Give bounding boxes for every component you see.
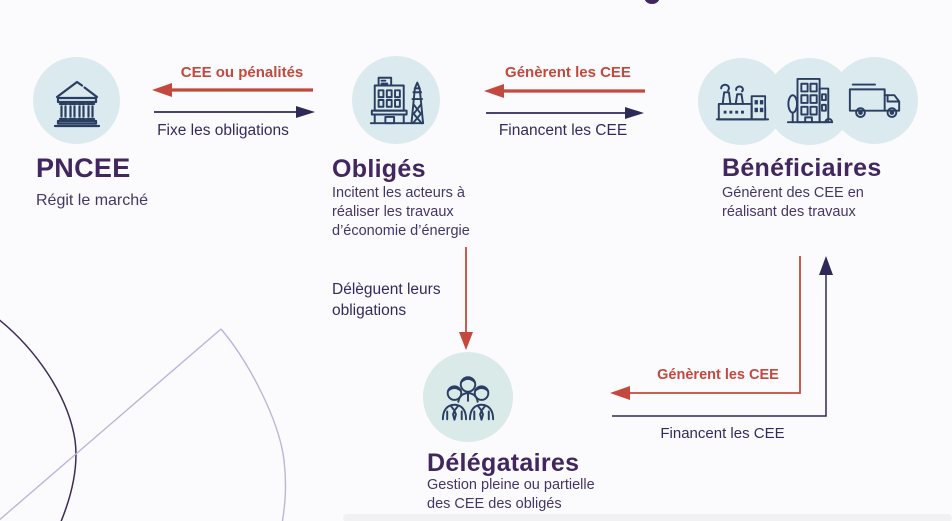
delegataires-subtitle-line: Gestion pleine ou partielle: [427, 477, 595, 493]
obliges-subtitle-line: Incitent les acteurs à: [332, 185, 465, 201]
top-edge-cropped-logo: [644, 0, 660, 4]
arrow-fixe-les-obligations: [154, 106, 315, 118]
arrow-cee-ou-penalites: [152, 83, 313, 97]
label-cee-ou-penalites: CEE ou pénalités: [180, 64, 304, 81]
obliges-subtitle-line: réaliser les travaux: [332, 204, 454, 221]
label-deleguent-line: obligations: [332, 301, 407, 319]
obliges-avatar-circle: [352, 56, 440, 144]
arrow-generent-les-cee-top: [484, 84, 645, 98]
label-financent-les-cee-bottom: Financent les CEE: [660, 425, 785, 442]
decorative-curves: [0, 319, 287, 521]
beneficiaires-circle-truck: [831, 57, 918, 144]
delegataires-avatar-circle: [423, 352, 513, 442]
delegataires-subtitle: Gestion pleine ou partielle des CEE des …: [427, 476, 595, 514]
obliges-subtitle: Incitent les acteurs à réaliser les trav…: [332, 184, 512, 241]
bottom-overlay-strip: [343, 514, 952, 521]
pncee-avatar-circle: [33, 57, 120, 144]
bank-icon: [53, 80, 100, 127]
obliges-title: Obligés: [332, 155, 426, 183]
beneficiaires-subtitle: Génèrent des CEE en réalisant des travau…: [722, 184, 864, 222]
beneficiaires-title: Bénéficiaires: [722, 154, 882, 182]
label-financent-les-cee-top: Financent les CEE: [498, 122, 628, 139]
factory-icon: [715, 83, 769, 120]
arrow-deleguent-leurs-obligations: [459, 247, 473, 350]
obliges-subtitle-line: d’économie d’énergie: [332, 223, 470, 240]
team-icon: [441, 376, 495, 421]
beneficiaires-subtitle-line: réalisant des travaux: [722, 204, 856, 221]
delegataires-subtitle-line: des CEE des obligés: [427, 496, 562, 513]
arrow-financent-les-cee-top: [486, 107, 644, 119]
apartment-icon: [786, 77, 833, 123]
building-pylon-icon: [369, 76, 425, 125]
truck-icon: [848, 83, 900, 118]
label-generent-les-cee-top: Génèrent les CEE: [505, 64, 631, 81]
label-deleguent-leurs-obligations: Délèguent leurs obligations: [332, 280, 441, 322]
arrow-financent-les-cee-bottom: [612, 256, 833, 417]
label-generent-les-cee-bottom: Génèrent les CEE: [657, 367, 779, 383]
label-deleguent-line: Délèguent leurs: [332, 281, 441, 298]
pncee-title: PNCEE: [36, 153, 131, 183]
delegataires-title: Délégataires: [427, 449, 580, 477]
label-fixe-les-obligations: Fixe les obligations: [157, 122, 289, 139]
beneficiaires-subtitle-line: Génèrent des CEE en: [722, 185, 864, 201]
pncee-subtitle: Régit le marché: [36, 192, 149, 209]
